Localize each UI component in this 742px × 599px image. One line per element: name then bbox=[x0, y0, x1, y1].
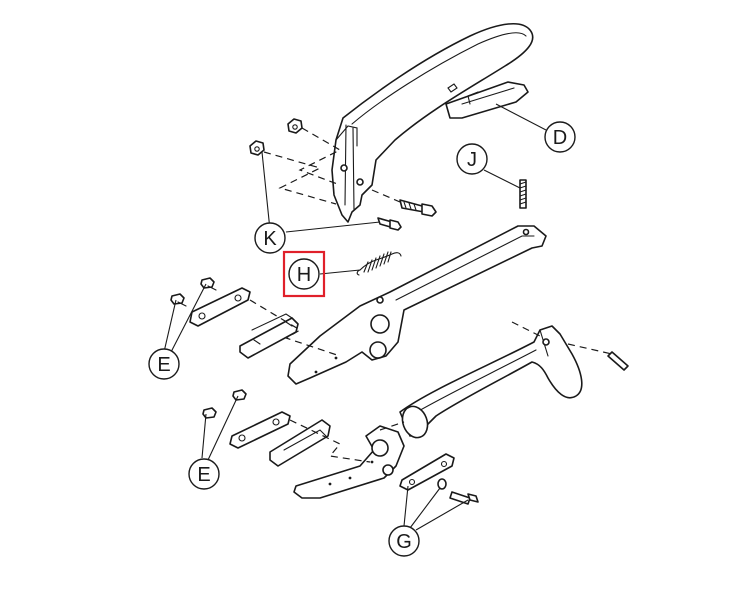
callout-d: D bbox=[544, 121, 576, 153]
leader-e2-1 bbox=[201, 413, 207, 459]
callout-k-label: K bbox=[263, 228, 277, 250]
callout-e-lower-label: E bbox=[197, 464, 210, 486]
middle-arm-part bbox=[287, 225, 547, 385]
callout-h: H bbox=[282, 250, 326, 298]
callout-k: K bbox=[254, 222, 286, 254]
bolt-g bbox=[449, 491, 479, 505]
bolt-upper bbox=[399, 199, 437, 217]
lower-handle-part bbox=[399, 325, 583, 439]
alignment-line bbox=[249, 299, 341, 357]
washer-g bbox=[437, 478, 447, 490]
callout-e-upper: E bbox=[148, 348, 180, 380]
callout-e-upper-label: E bbox=[157, 354, 170, 376]
leader-e1-1 bbox=[163, 299, 177, 353]
leader-d bbox=[495, 103, 547, 131]
plate-e-lower bbox=[229, 411, 291, 449]
leader-j bbox=[483, 169, 521, 189]
nut-k-upper bbox=[287, 118, 303, 134]
part-h-spring bbox=[356, 251, 402, 276]
alignment-line bbox=[511, 321, 541, 337]
alignment-line bbox=[567, 343, 613, 355]
callout-g-label: G bbox=[396, 531, 412, 553]
screw-e-upper-2 bbox=[200, 277, 217, 291]
leader-g-1 bbox=[403, 485, 409, 527]
bolt-lower bbox=[377, 217, 402, 231]
callout-h-highlight-box bbox=[282, 250, 326, 298]
leader-g-3 bbox=[415, 499, 469, 531]
screw-e-lower-1 bbox=[202, 407, 217, 419]
leader-k-2 bbox=[285, 221, 381, 233]
leader-e1-2 bbox=[169, 283, 207, 355]
leader-k-1 bbox=[261, 151, 271, 231]
alignment-line bbox=[289, 419, 371, 463]
callout-g: G bbox=[388, 525, 420, 557]
callout-j-label: J bbox=[467, 149, 477, 171]
alignment-line bbox=[298, 127, 342, 186]
callout-j: J bbox=[456, 143, 488, 175]
part-j-threaded-stud bbox=[519, 179, 527, 209]
blade-upper bbox=[239, 313, 299, 359]
callout-d-label: D bbox=[553, 127, 567, 149]
leader-h bbox=[319, 269, 361, 275]
callout-e-lower: E bbox=[188, 458, 220, 490]
alignment-line bbox=[371, 189, 401, 203]
leader-g-2 bbox=[409, 487, 441, 529]
upper-handle-part bbox=[331, 22, 534, 223]
plate-e-upper bbox=[189, 287, 251, 327]
alignment-line bbox=[263, 151, 337, 205]
part-d-pad bbox=[445, 81, 529, 119]
screw-e-upper-1 bbox=[170, 293, 187, 307]
callout-h-label: H bbox=[297, 264, 311, 286]
nut-k-lower bbox=[249, 140, 265, 156]
leader-e2-2 bbox=[207, 395, 239, 461]
alignment-line bbox=[379, 421, 405, 431]
lower-jaw-part bbox=[293, 425, 405, 499]
pin-part bbox=[607, 351, 629, 371]
plate-g-part bbox=[399, 453, 455, 491]
screw-e-lower-2 bbox=[232, 389, 247, 401]
